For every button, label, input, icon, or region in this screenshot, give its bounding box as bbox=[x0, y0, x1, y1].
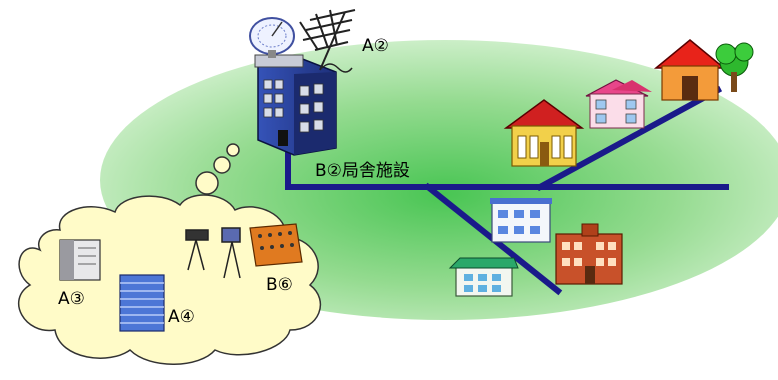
building-line-label: B②局舎施設 bbox=[315, 161, 410, 181]
equipment-rack-icon bbox=[59, 239, 101, 281]
server-icon bbox=[119, 274, 165, 332]
satellite-dish-icon bbox=[249, 17, 295, 58]
thought-bubble bbox=[17, 143, 321, 365]
rack-label: A③ bbox=[58, 289, 85, 309]
apartment-icon bbox=[448, 198, 623, 297]
antenna-label: A② bbox=[362, 36, 389, 56]
server-label: A④ bbox=[168, 307, 195, 327]
house-icon bbox=[503, 39, 754, 167]
yagi-antenna-icon bbox=[299, 9, 356, 73]
broadcast-station-icon bbox=[254, 54, 337, 156]
mixing-console-icon bbox=[249, 223, 303, 267]
camera-icon bbox=[185, 227, 241, 279]
console-label: B⑥ bbox=[266, 275, 293, 295]
